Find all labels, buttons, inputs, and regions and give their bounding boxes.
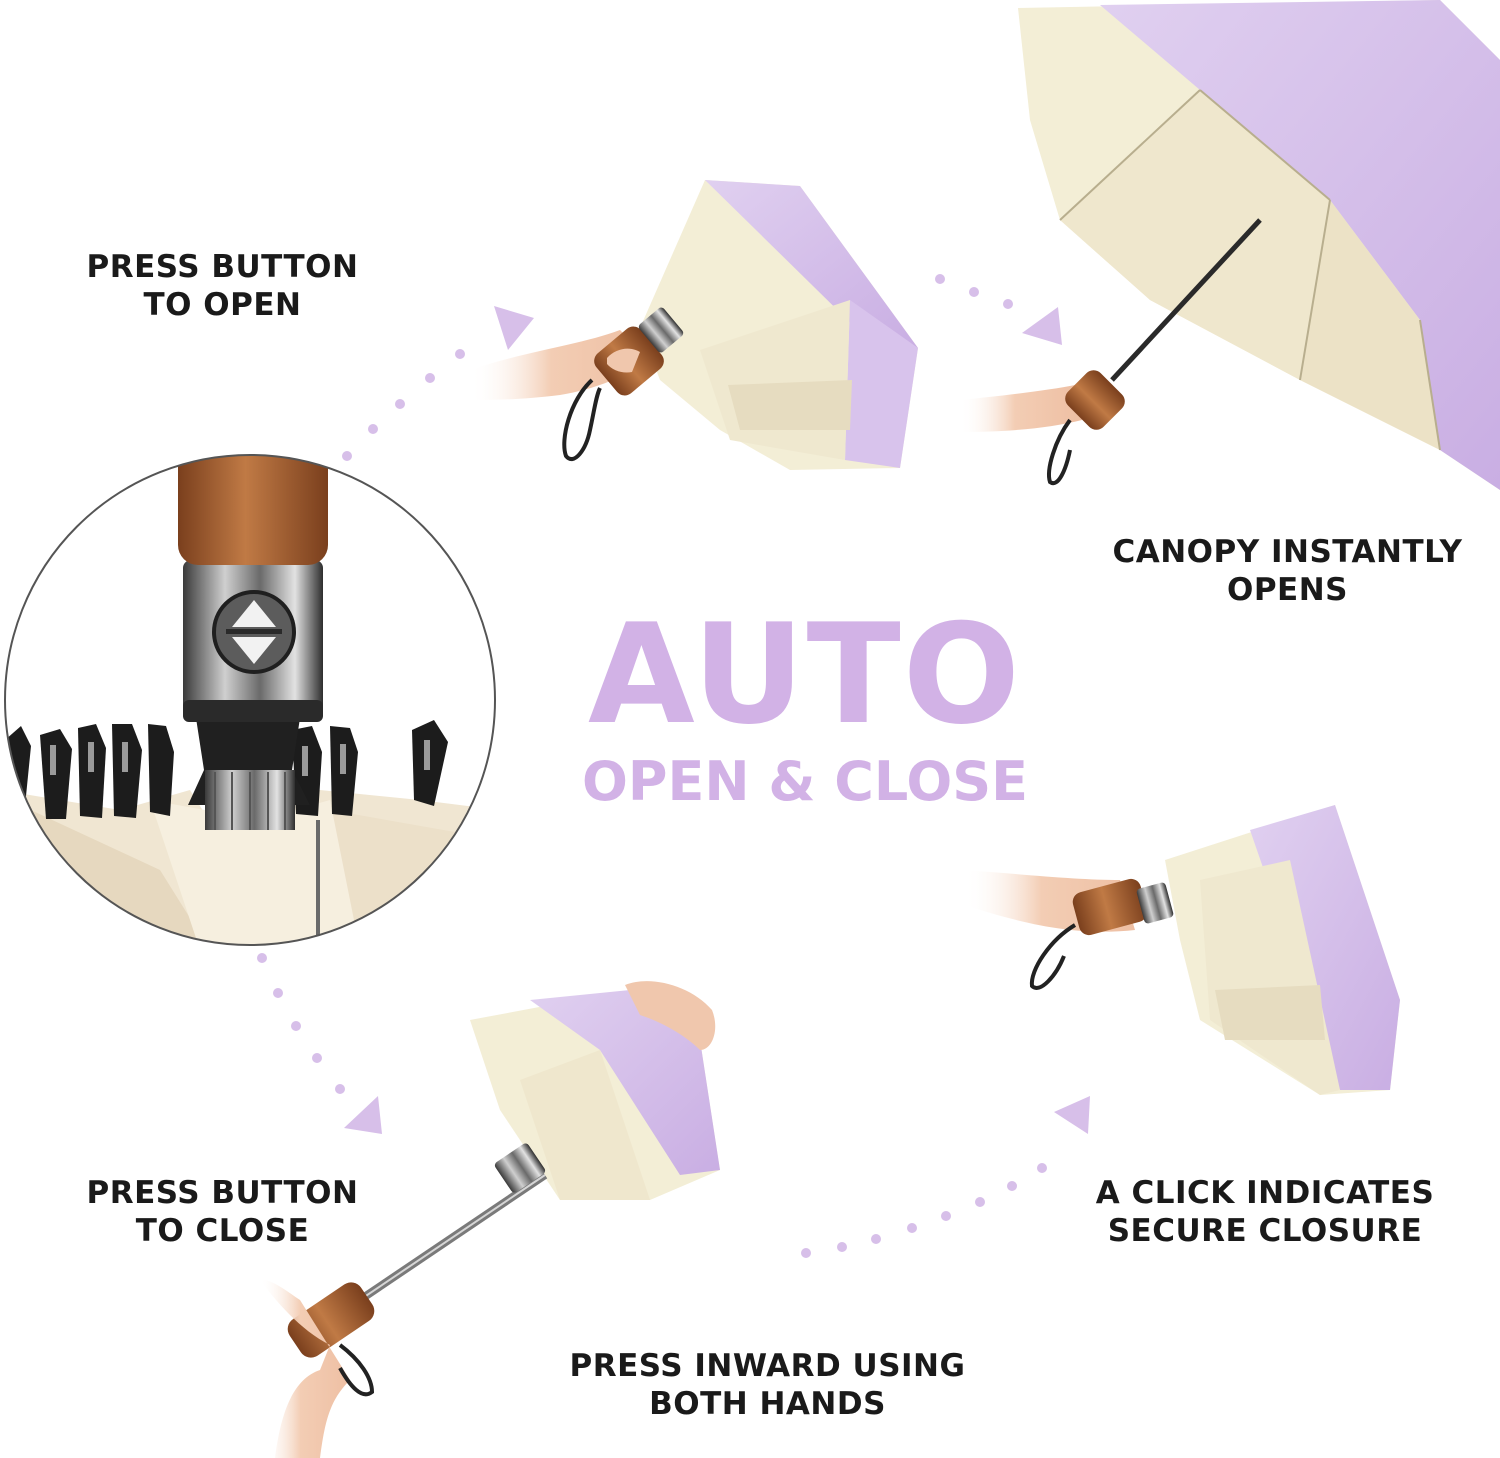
arrow-head-icon: [1022, 307, 1062, 345]
headline-sub: OPEN & CLOSE: [581, 750, 1029, 813]
caption-press-button-to-open: PRESS BUTTON TO OPEN: [60, 248, 385, 324]
arrow-circle-to-close: [257, 953, 382, 1134]
caption-line: TO CLOSE: [135, 1213, 310, 1249]
umbrella-open-image: [960, 0, 1500, 490]
caption-line: BOTH HANDS: [649, 1386, 886, 1422]
caption-line: CANOPY INSTANTLY: [1112, 534, 1463, 570]
arrow-head-icon: [1054, 1096, 1090, 1134]
umbrella-press-inward-image: [260, 981, 720, 1458]
caption-line: TO OPEN: [143, 287, 302, 323]
caption-line: PRESS BUTTON: [86, 249, 359, 285]
wooden-handle-icon: [178, 455, 328, 565]
button-closeup-image: [4, 454, 496, 946]
caption-line: SECURE CLOSURE: [1107, 1213, 1423, 1249]
headline: AUTO OPEN & CLOSE: [540, 600, 1070, 812]
caption-line: PRESS INWARD USING: [569, 1348, 966, 1384]
umbrella-closed-hand-image-top: [470, 180, 918, 470]
caption-canopy-instantly-opens: CANOPY INSTANTLY OPENS: [1085, 533, 1490, 609]
caption-press-button-to-close: PRESS BUTTON TO CLOSE: [60, 1174, 385, 1250]
arrow-open-to-closed: [342, 306, 534, 461]
caption-line: PRESS BUTTON: [86, 1175, 359, 1211]
arrow-bottom-to-right: [801, 1096, 1090, 1258]
umbrella-closed-hand-image-right: [965, 805, 1400, 1095]
arrow-head-icon: [344, 1096, 382, 1134]
arrow-to-open-canopy: [935, 274, 1062, 345]
caption-line: OPENS: [1226, 572, 1349, 608]
arrow-head-icon: [494, 306, 534, 350]
caption-line: A CLICK INDICATES: [1095, 1175, 1435, 1211]
caption-click-secure-closure: A CLICK INDICATES SECURE CLOSURE: [1070, 1174, 1460, 1250]
caption-press-inward-both-hands: PRESS INWARD USING BOTH HANDS: [540, 1347, 995, 1423]
headline-main: AUTO: [587, 594, 1023, 755]
